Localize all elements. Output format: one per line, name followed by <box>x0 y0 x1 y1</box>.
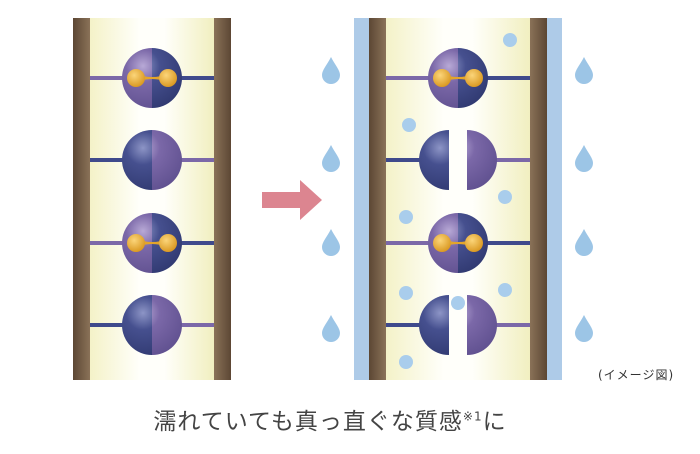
bonded-molecule <box>122 213 182 273</box>
caption: 濡れていても真っ直ぐな質感※1に <box>0 402 660 436</box>
cuticle-right <box>214 18 231 380</box>
bond-row <box>90 295 214 355</box>
water-molecules <box>399 33 517 369</box>
bond-row <box>90 48 214 108</box>
molecule <box>122 130 182 190</box>
broken-row <box>386 130 530 190</box>
broken-row <box>386 295 530 355</box>
broken-molecule-right <box>467 130 497 190</box>
bonded-molecule <box>428 213 488 273</box>
bond-row <box>90 130 214 190</box>
broken-molecule-right <box>467 295 497 355</box>
cuticle-left <box>73 18 90 380</box>
dry-hair-panel <box>73 18 231 380</box>
caption-text: 濡れていても真っ直ぐな質感 <box>153 409 463 435</box>
wet-hair-panel <box>354 18 562 380</box>
footnote-mark: ※1 <box>462 409 483 424</box>
water-layer-right <box>547 18 562 380</box>
water-layer-left <box>354 18 369 380</box>
bond-row <box>386 48 530 108</box>
bonded-molecule <box>428 48 488 108</box>
cuticle-left <box>369 18 386 380</box>
bond-row <box>90 213 214 273</box>
bond-row <box>386 213 530 273</box>
molecule <box>122 295 182 355</box>
broken-molecule-left <box>419 295 449 355</box>
image-note: (イメージ図) <box>598 368 675 382</box>
arrow-icon <box>262 180 322 220</box>
cuticle-right <box>530 18 547 380</box>
caption-suffix: に <box>482 409 507 435</box>
bonded-molecule <box>122 48 182 108</box>
